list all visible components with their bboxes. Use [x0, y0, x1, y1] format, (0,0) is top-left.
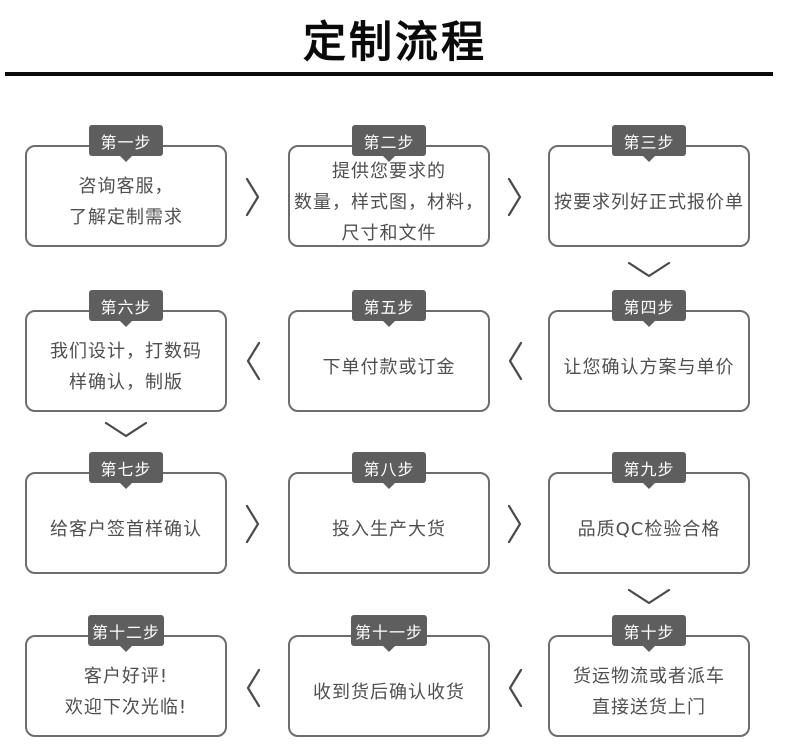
step-line: 了解定制需求 — [69, 207, 183, 228]
step-tab: 第七步 — [89, 452, 163, 483]
step-label: 第七步 — [100, 459, 152, 479]
step-description: 让您确认方案与单价 — [550, 312, 748, 410]
step-line: 数量，样式图，材料， — [294, 191, 484, 213]
arrow-left-icon — [245, 668, 261, 708]
step-label: 第一步 — [100, 132, 152, 152]
step-tab: 第五步 — [352, 290, 426, 321]
page-title: 定制流程 — [303, 18, 487, 68]
step-tab: 第一步 — [89, 125, 163, 156]
step-line: 给客户签首样确认 — [50, 518, 202, 540]
arrow-down-icon — [627, 261, 671, 279]
step-label: 第二步 — [363, 132, 415, 152]
arrow-right-icon — [245, 177, 261, 217]
step-description: 客户好评! 欢迎下次光临! — [27, 637, 225, 735]
step-label: 第十二步 — [91, 622, 161, 642]
step-box-3: 第三步 按要求列好正式报价单 — [548, 125, 750, 247]
step-tab: 第八步 — [352, 452, 426, 483]
step-line: 收到货后确认收货 — [313, 681, 465, 703]
step-box-2: 第二步 提供您要求的 数量，样式图，材料， 尺寸和文件 — [288, 125, 490, 247]
step-line: 提供您要求的 — [332, 160, 446, 182]
arrow-down-icon — [627, 588, 671, 606]
step-box-7: 第七步 给客户签首样确认 — [25, 452, 227, 574]
step-line: 货运物流或者派车 — [573, 666, 725, 687]
step-box-9: 第九步 品质QC检验合格 — [548, 452, 750, 574]
step-box-12: 第十二步 客户好评! 欢迎下次光临! — [25, 615, 227, 737]
step-line: 尺寸和文件 — [341, 222, 437, 244]
step-label: 第十一步 — [354, 622, 424, 642]
step-description: 提供您要求的 数量，样式图，材料， 尺寸和文件 — [290, 147, 488, 245]
step-box-1: 第一步 咨询客服， 了解定制需求 — [25, 125, 227, 247]
step-line: 客户好评! — [83, 666, 169, 687]
step-line: 样确认，制版 — [69, 372, 183, 393]
arrow-right-icon — [245, 504, 261, 544]
step-tab: 第二步 — [352, 125, 426, 156]
arrow-left-icon — [507, 668, 523, 708]
step-line: 投入生产大货 — [332, 518, 446, 540]
step-line: 品质QC检验合格 — [577, 518, 721, 540]
step-description: 品质QC检验合格 — [550, 474, 748, 572]
step-description: 货运物流或者派车 直接送货上门 — [550, 637, 748, 735]
step-label: 第六步 — [100, 297, 152, 317]
arrow-down-icon — [104, 421, 148, 439]
arrow-left-icon — [245, 341, 261, 381]
step-label: 第四步 — [623, 297, 675, 317]
step-label: 第三步 — [623, 132, 675, 152]
step-description: 我们设计，打数码 样确认，制版 — [27, 312, 225, 410]
step-line: 欢迎下次光临! — [64, 697, 188, 718]
step-label: 第八步 — [363, 459, 415, 479]
step-description: 下单付款或订金 — [290, 312, 488, 410]
step-box-8: 第八步 投入生产大货 — [288, 452, 490, 574]
step-description: 投入生产大货 — [290, 474, 488, 572]
arrow-right-icon — [507, 177, 523, 217]
step-box-10: 第十步 货运物流或者派车 直接送货上门 — [548, 615, 750, 737]
step-description: 咨询客服， 了解定制需求 — [27, 147, 225, 245]
step-line: 让您确认方案与单价 — [563, 356, 735, 378]
step-description: 按要求列好正式报价单 — [550, 147, 748, 245]
arrow-left-icon — [507, 341, 523, 381]
step-label: 第十步 — [623, 622, 675, 642]
step-tab: 第十二步 — [87, 615, 165, 646]
step-tab: 第十一步 — [350, 615, 428, 646]
step-box-4: 第四步 让您确认方案与单价 — [548, 290, 750, 412]
arrow-right-icon — [507, 504, 523, 544]
step-tab: 第十步 — [612, 615, 686, 646]
step-line: 下单付款或订金 — [322, 356, 456, 378]
step-line: 按要求列好正式报价单 — [554, 191, 744, 213]
step-tab: 第四步 — [612, 290, 686, 321]
title-underline — [5, 72, 773, 76]
step-tab: 第九步 — [612, 452, 686, 483]
step-box-6: 第六步 我们设计，打数码 样确认，制版 — [25, 290, 227, 412]
step-box-5: 第五步 下单付款或订金 — [288, 290, 490, 412]
step-box-11: 第十一步 收到货后确认收货 — [288, 615, 490, 737]
step-label: 第五步 — [363, 297, 415, 317]
step-tab: 第六步 — [89, 290, 163, 321]
step-line: 直接送货上门 — [592, 697, 706, 718]
step-line: 我们设计，打数码 — [50, 341, 202, 362]
step-line: 咨询客服， — [78, 176, 174, 197]
step-tab: 第三步 — [612, 125, 686, 156]
step-label: 第九步 — [623, 459, 675, 479]
step-description: 给客户签首样确认 — [27, 474, 225, 572]
step-description: 收到货后确认收货 — [290, 637, 488, 735]
